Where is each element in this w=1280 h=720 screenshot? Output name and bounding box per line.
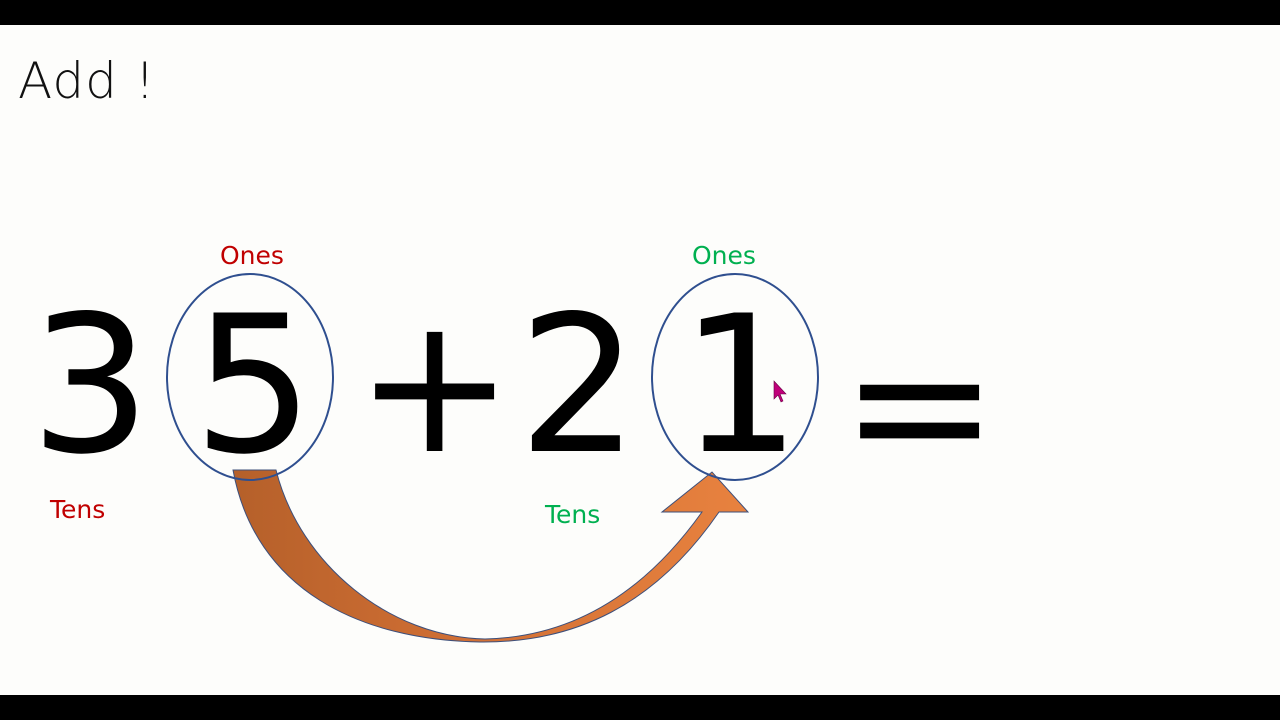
slide: Add ! Ones Tens Ones Tens 3 5 + 2 1 = [0,25,1280,695]
label-tens-2: Tens [545,500,601,529]
label-ones-2: Ones [692,241,756,270]
ones-circle-2 [651,273,819,481]
mouse-cursor-icon [773,380,787,403]
annotation-layer [166,273,819,643]
equals-sign: = [840,295,1000,516]
curved-arrow [232,469,750,643]
digit-tens-1: 3 [30,275,151,496]
ones-circle-1 [166,273,334,481]
digit-ones-2: 1 [680,275,801,496]
digit-ones-1: 5 [193,275,314,496]
label-tens-1: Tens [50,495,106,524]
label-ones-1: Ones [220,241,284,270]
letterbox-top [0,0,1280,25]
letterbox-bottom [0,695,1280,720]
plus-sign: + [355,275,515,496]
slide-title: Add ! [18,52,156,110]
digit-tens-2: 2 [518,275,639,496]
